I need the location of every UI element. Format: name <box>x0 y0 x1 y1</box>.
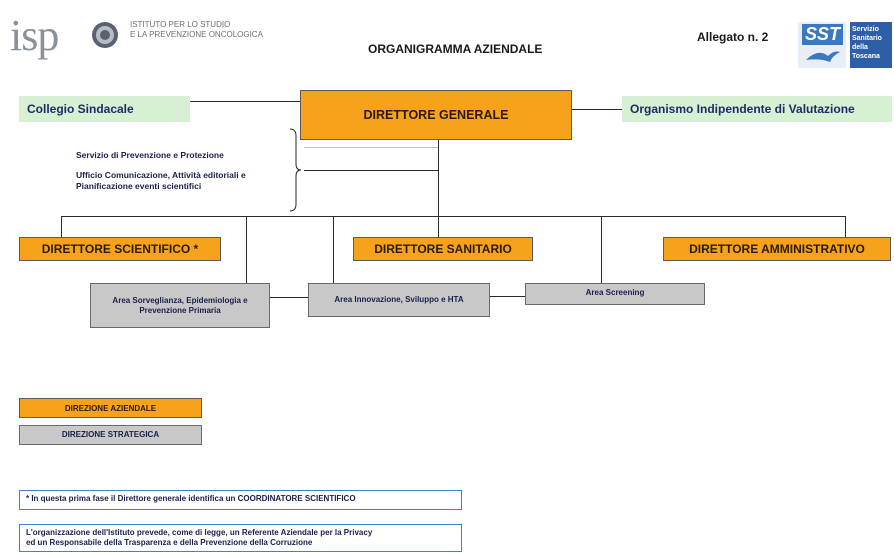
line-dg-oiv <box>572 109 622 110</box>
staff-item-prevenzione: Servizio di Prevenzione e Protezione <box>76 150 224 160</box>
ispo-logo-subtitle-line1: ISTITUTO PER LO STUDIO <box>130 20 231 29</box>
area-sorveglianza-box: Area Sorveglianza, Epidemiologia e Preve… <box>90 283 270 328</box>
legend-direzione-strategica: DIREZIONE STRATEGICA <box>19 425 202 445</box>
ispo-logo-text: isp <box>10 11 59 60</box>
direttore-generale-box: DIRETTORE GENERALE <box>300 90 572 140</box>
direttore-amministrativo-box: DIRETTORE AMMINISTRATIVO <box>663 237 891 261</box>
allegato-label: Allegato n. 2 <box>697 30 769 44</box>
ispo-globe-icon <box>92 22 118 48</box>
area-screening-box: Area Screening <box>525 283 705 305</box>
legend-direzione-aziendale: DIREZIONE AZIENDALE <box>19 398 202 418</box>
note-coordinatore-scientifico: * In questa prima fase il Direttore gene… <box>19 490 462 510</box>
line-collegio-dg <box>190 101 300 102</box>
line-to-ds <box>61 216 62 238</box>
sst-logo: SST Servizio Sanitario della Toscana <box>798 22 892 68</box>
line-to-sorveglianza <box>246 216 247 284</box>
line-innov-screen <box>490 296 525 297</box>
line-to-da <box>845 216 846 238</box>
line-to-dsan <box>438 216 439 238</box>
oiv-box: Organismo Indipendente di Valutazione <box>622 96 892 122</box>
line-sorv-innov <box>270 297 308 298</box>
line-staff-2 <box>304 170 438 171</box>
note-privacy-line1: L'organizzazione dell'Istituto prevede, … <box>26 528 373 537</box>
sst-bird-icon <box>806 51 840 62</box>
staff-item-comunicazione-line2: Pianificazione eventi scientifici <box>76 181 202 191</box>
line-dg-down <box>438 140 439 216</box>
line-to-screening <box>601 216 602 284</box>
line-horizontal-main <box>61 216 845 217</box>
note-privacy-trasparenza: L'organizzazione dell'Istituto prevede, … <box>19 524 462 552</box>
line-staff-1 <box>304 147 438 148</box>
note-coordinatore-text: * In questa prima fase il Direttore gene… <box>26 494 356 503</box>
page-title: ORGANIGRAMMA AZIENDALE <box>368 42 543 56</box>
direttore-scientifico-box: DIRETTORE SCIENTIFICO * <box>19 237 221 261</box>
direttore-sanitario-box: DIRETTORE SANITARIO <box>353 237 533 261</box>
staff-bracket <box>289 128 302 212</box>
ispo-logo-subtitle-line2: E LA PREVENZIONE ONCOLOGICA <box>130 30 263 39</box>
line-to-innovazione <box>333 216 334 284</box>
staff-item-comunicazione-line1: Ufficio Comunicazione, Attività editoria… <box>76 170 246 180</box>
note-privacy-line2: ed un Responsabile della Trasparenza e d… <box>26 538 313 547</box>
sst-logo-text: SST <box>802 24 844 45</box>
ispo-logo: isp ISTITUTO PER LO STUDIO E LA PREVENZI… <box>8 11 278 60</box>
collegio-sindacale-box: Collegio Sindacale <box>19 96 190 122</box>
sst-subtitle: Servizio Sanitario della Toscana <box>850 22 892 68</box>
area-innovazione-box: Area Innovazione, Sviluppo e HTA <box>308 283 490 317</box>
